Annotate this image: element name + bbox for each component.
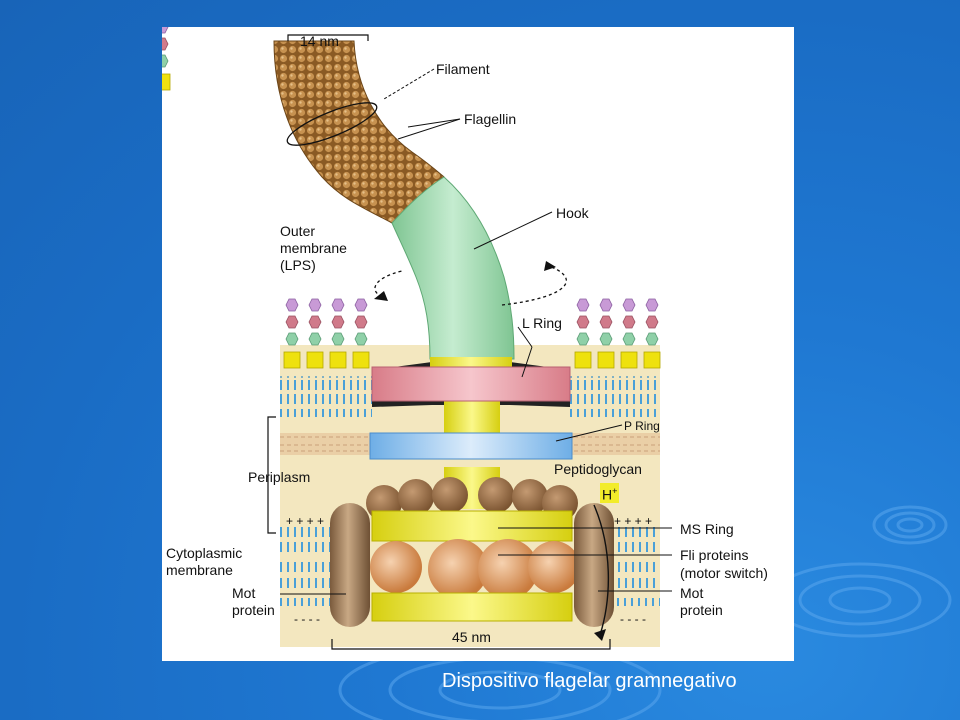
lps-chains xyxy=(162,27,661,369)
scale-label-top: 14 nm xyxy=(300,33,339,49)
slide-caption: Dispositivo flagelar gramnegativo xyxy=(442,670,737,692)
scale-bar-bottom xyxy=(331,639,611,650)
bottom-ring xyxy=(371,592,573,622)
fli-proteins xyxy=(370,539,580,599)
scale-bar-top xyxy=(287,34,369,41)
mot-protein-left xyxy=(330,503,370,627)
label-charges-plus-left: + + + + xyxy=(286,514,325,528)
flagellin-ellipse xyxy=(286,102,378,146)
label-h-sup: + xyxy=(612,486,618,496)
hook-shape xyxy=(391,176,515,360)
label-h-plus: H+ xyxy=(600,483,620,503)
periplasm-bracket xyxy=(267,416,276,534)
label-filament: Filament xyxy=(436,61,490,77)
label-mot-right-line1: Mot xyxy=(680,585,704,601)
label-charges-minus-right: - - - - xyxy=(620,612,646,626)
cytoplasmic-membrane-bilayer xyxy=(280,527,660,606)
flagellum-diagram: 14 nm Filament Flagellin Hook Outer memb… xyxy=(162,27,794,661)
label-outer-membrane-line1: Outer xyxy=(280,223,316,239)
label-l-ring: L Ring xyxy=(522,315,562,331)
label-hook: Hook xyxy=(556,205,589,221)
label-h: H xyxy=(602,486,613,503)
p-ring xyxy=(369,432,573,460)
label-cytoplasmic-membrane-line1: Cytoplasmic xyxy=(166,545,243,561)
label-mot-left-line1: Mot xyxy=(232,585,256,601)
label-p-ring: P Ring xyxy=(624,419,660,433)
label-flagellin: Flagellin xyxy=(464,111,517,127)
leader-lines xyxy=(280,68,672,595)
label-cytoplasmic-membrane-line2: membrane xyxy=(166,562,233,578)
label-fli-proteins-line1: Fli proteins xyxy=(680,547,749,563)
label-periplasm: Periplasm xyxy=(248,469,311,485)
l-ring xyxy=(371,366,571,402)
label-mot-right-line2: protein xyxy=(680,602,723,618)
ms-ring xyxy=(371,510,573,542)
label-mot-left-line2: protein xyxy=(232,602,275,618)
label-charges-plus-right: + + + + xyxy=(614,514,653,528)
label-charges-minus-left: - - - - xyxy=(294,612,320,626)
diagram-graphic xyxy=(162,27,672,650)
label-ms-ring: MS Ring xyxy=(680,521,734,537)
label-peptidoglycan: Peptidoglycan xyxy=(554,461,642,477)
label-outer-membrane-line3: (LPS) xyxy=(280,257,316,273)
label-outer-membrane-line2: membrane xyxy=(280,240,347,256)
scale-label-bottom: 45 nm xyxy=(452,629,491,645)
label-fli-proteins-line2: (motor switch) xyxy=(680,565,768,581)
outer-membrane-bilayer xyxy=(280,376,660,417)
proton-arrow xyxy=(593,504,610,636)
